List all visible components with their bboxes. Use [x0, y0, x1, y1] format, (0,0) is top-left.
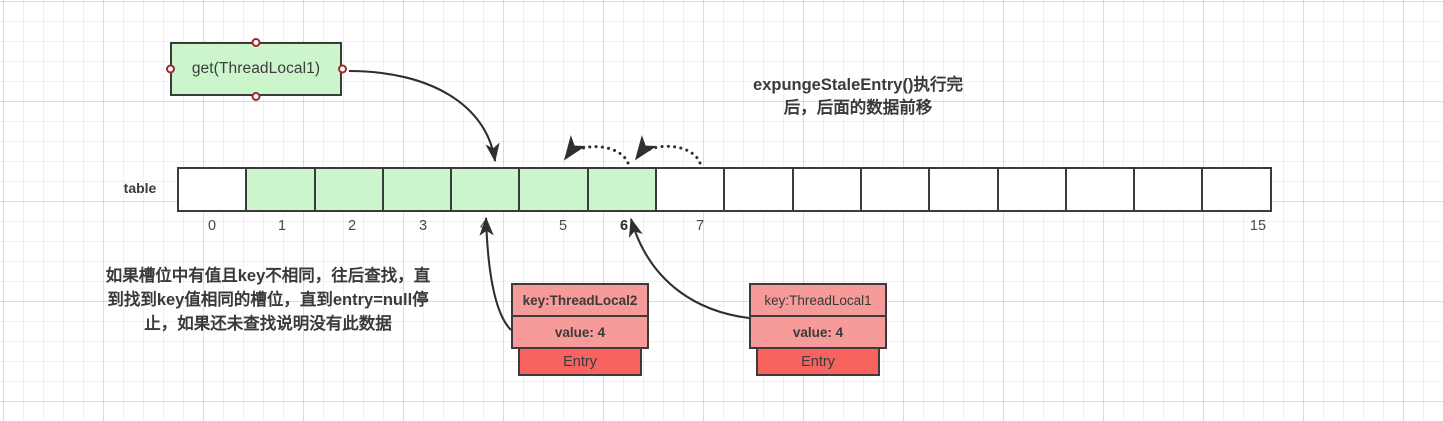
entry-footer: Entry — [756, 347, 880, 376]
table-cell-13[interactable] — [1064, 167, 1136, 212]
get-threadlocal-node[interactable]: get(ThreadLocal1) — [165, 37, 347, 101]
entry-footer: Entry — [518, 347, 642, 376]
table-cell-2[interactable] — [313, 167, 384, 212]
arrow-entry-threadlocal2-to-slot4 — [479, 216, 512, 331]
connector-port-bottom-icon[interactable] — [251, 91, 261, 101]
table-label: table — [123, 180, 157, 196]
table-cell-15[interactable] — [1201, 167, 1272, 212]
entry-value-field: value: 4 — [511, 315, 649, 349]
left-note-line-3: 止，如果还未查找说明没有此数据 — [144, 314, 392, 333]
table-index-2: 2 — [347, 218, 357, 234]
header-note-line-1: expungeStaleEntry()执行完 — [753, 76, 963, 94]
table-cell-9[interactable] — [791, 167, 862, 212]
connector-port-right-icon[interactable] — [337, 64, 347, 74]
arrow-shift-7-to-6 — [634, 135, 702, 165]
table-cell-4[interactable] — [450, 167, 521, 212]
table-cell-6[interactable] — [586, 167, 658, 212]
table-cell-12[interactable] — [996, 167, 1067, 212]
connector-port-top-icon[interactable] — [251, 37, 261, 47]
table-index-3: 3 — [418, 218, 428, 234]
table-index-0: 0 — [207, 218, 217, 234]
table-index-7: 7 — [695, 218, 705, 234]
table-cell-11[interactable] — [928, 167, 999, 212]
table-cell-10[interactable] — [859, 167, 931, 212]
table-cell-1[interactable] — [245, 167, 316, 212]
table-cell-14[interactable] — [1133, 167, 1204, 212]
table-index-15: 15 — [1249, 218, 1267, 234]
left-explanation-note: 如果槽位中有值且key不相同，往后查找，直 到找到key值相同的槽位，直到ent… — [48, 265, 488, 337]
entry-box-threadlocal1[interactable]: key:ThreadLocal1 value: 4 Entry — [749, 283, 887, 376]
arrow-shift-6-to-5 — [563, 135, 630, 165]
table-index-4: 4 — [479, 218, 489, 234]
get-node-label: get(ThreadLocal1) — [191, 60, 321, 77]
header-note: expungeStaleEntry()执行完 后，后面的数据前移 — [688, 74, 1028, 121]
entry-key-field: key:ThreadLocal2 — [511, 283, 649, 317]
arrow-get-to-slot4 — [348, 69, 500, 163]
table-cell-8[interactable] — [723, 167, 794, 212]
table-cell-3[interactable] — [381, 167, 453, 212]
table-array — [177, 167, 1272, 212]
connector-port-left-icon[interactable] — [165, 64, 175, 74]
table-cell-0[interactable] — [177, 167, 248, 212]
left-note-line-2: 到找到key值相同的槽位，直到entry=null停 — [107, 290, 429, 309]
table-cell-7[interactable] — [655, 167, 726, 212]
entry-value-field: value: 4 — [749, 315, 887, 349]
entry-box-threadlocal2[interactable]: key:ThreadLocal2 value: 4 Entry — [511, 283, 649, 376]
table-index-5: 5 — [558, 218, 568, 234]
table-index-6: 6 — [619, 218, 629, 234]
header-note-line-2: 后，后面的数据前移 — [783, 99, 933, 118]
left-note-line-1: 如果槽位中有值且key不相同，往后查找，直 — [105, 267, 431, 285]
table-cell-5[interactable] — [518, 167, 589, 212]
entry-key-field: key:ThreadLocal1 — [749, 283, 887, 317]
table-index-1: 1 — [277, 218, 287, 234]
